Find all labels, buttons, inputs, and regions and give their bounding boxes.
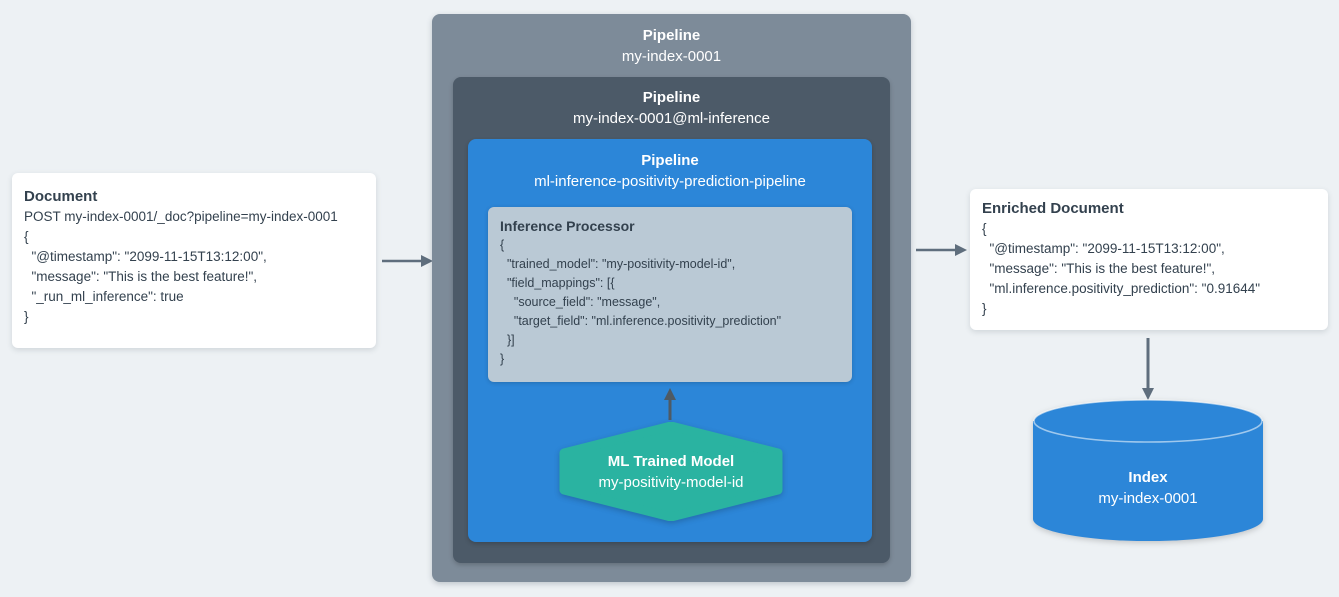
code-line: "source_field": "message", [500,295,661,309]
ml-inference-pipeline-name: ml-inference-positivity-prediction-pipel… [534,173,806,190]
code-line: } [982,301,987,316]
pipeline-outer-box: Pipeline my-index-0001 Pipeline my-index… [432,14,911,582]
code-line: "field_mappings": [{ [500,276,615,290]
code-line: { [500,238,505,252]
inference-processor-box: Inference Processor { "trained_model": "… [488,207,852,382]
code-line: "target_field": "ml.inference.positivity… [500,314,782,328]
pipeline-outer-name: my-index-0001 [621,48,722,65]
ml-trained-model-title: ML Trained Model [607,452,735,470]
document-card-title: Document [24,188,98,205]
code-line: POST my-index-0001/_doc?pipeline=my-inde… [24,209,338,224]
code-line: } [500,352,505,366]
code-line: "message": "This is the best feature!", [982,261,1216,276]
enriched-document-code: { "@timestamp": "2099-11-15T13:12:00", "… [982,219,1316,319]
index-name: my-index-0001 [1098,490,1198,507]
hexagon-icon [559,422,783,521]
pipeline-inner-name: my-index-0001@ml-inference [573,110,770,127]
code-line: "trained_model": "my-positivity-model-id… [500,257,736,271]
ml-trained-model-node: ML Trained Model my-positivity-model-id [559,422,783,521]
inference-processor-title: Inference Processor [500,218,635,234]
code-line: } [24,309,29,324]
code-line: }] [500,333,515,347]
pipeline-inner-title: Pipeline [642,89,701,106]
pipeline-outer-title: Pipeline [642,27,701,44]
document-card: Document POST my-index-0001/_doc?pipelin… [12,173,376,348]
code-line: { [24,229,29,244]
code-line: "@timestamp": "2099-11-15T13:12:00", [24,249,267,264]
arrow-right-icon [916,244,967,256]
code-line: { [982,221,987,236]
pipeline-inner-box: Pipeline my-index-0001@ml-inference Pipe… [453,77,890,563]
code-line: "_run_ml_inference": true [24,289,184,304]
index-node: Index my-index-0001 [1033,399,1263,542]
ml-trained-model-name: my-positivity-model-id [598,473,744,491]
arrow-up-icon [664,388,676,420]
inference-processor-code: { "trained_model": "my-positivity-model-… [500,236,840,369]
document-card-code: POST my-index-0001/_doc?pipeline=my-inde… [24,207,364,327]
code-line: "ml.inference.positivity_prediction": "0… [982,281,1261,296]
ml-inference-pipeline-box: Pipeline ml-inference-positivity-predict… [468,139,872,542]
index-title: Index [1128,469,1168,486]
arrow-right-icon [382,255,433,267]
enriched-document-card: Enriched Document { "@timestamp": "2099-… [970,189,1328,330]
enriched-document-title: Enriched Document [982,200,1124,217]
code-line: "@timestamp": "2099-11-15T13:12:00", [982,241,1225,256]
database-cylinder-icon [1033,399,1263,541]
arrow-down-icon [1142,338,1154,400]
code-line: "message": "This is the best feature!", [24,269,258,284]
ml-inference-pipeline-title: Pipeline [641,152,699,169]
